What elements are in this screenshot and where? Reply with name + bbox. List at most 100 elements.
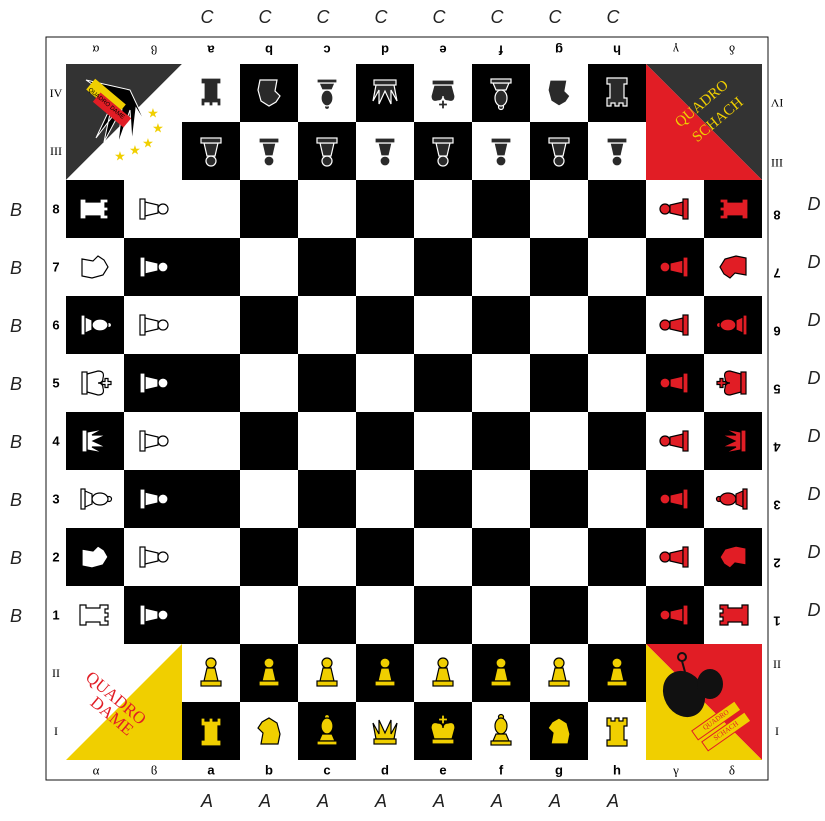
rank-label-right: 3	[773, 498, 780, 513]
board-square	[414, 238, 472, 296]
arm-square	[704, 412, 762, 470]
file-label-top: c	[323, 43, 330, 58]
side-label-a: A	[432, 791, 445, 811]
red-rook	[720, 199, 748, 219]
side-label-a: A	[490, 791, 503, 811]
star-icon: ★	[142, 136, 154, 151]
file-label: b	[265, 763, 273, 778]
white-rook	[80, 605, 108, 625]
board-square	[240, 354, 298, 412]
board-square	[414, 470, 472, 528]
board-square	[530, 238, 588, 296]
side-label-d: D	[808, 542, 821, 562]
side-label-c: C	[549, 7, 563, 27]
side-label-b: B	[10, 432, 22, 452]
extra-file-label: γ	[673, 43, 680, 58]
file-label-top: b	[265, 43, 273, 58]
side-label-d: D	[808, 484, 821, 504]
board-square	[530, 470, 588, 528]
board-square	[240, 296, 298, 354]
corner-top-right: QUADROSCHACH	[646, 64, 762, 180]
side-label-c: C	[433, 7, 447, 27]
star-icon: ★	[114, 149, 126, 164]
rank-label-right: 5	[773, 382, 780, 397]
file-label: g	[555, 763, 563, 778]
board-square	[472, 528, 530, 586]
board-square	[298, 528, 356, 586]
board-square	[240, 238, 298, 296]
board-square	[240, 586, 298, 644]
star-icon: ★	[129, 143, 141, 158]
board-square	[530, 586, 588, 644]
file-label: c	[323, 763, 330, 778]
board-square	[356, 296, 414, 354]
side-label-c: C	[317, 7, 331, 27]
extra-file-label: ϐ	[150, 43, 157, 58]
side-label-b: B	[10, 606, 22, 626]
black-rook	[607, 78, 627, 106]
file-label: d	[381, 763, 389, 778]
file-label-top: d	[381, 43, 389, 58]
side-label-b: B	[10, 258, 22, 278]
side-label-c: C	[607, 7, 621, 27]
side-label-c: C	[491, 7, 505, 27]
star-icon: ★	[147, 106, 159, 121]
board-square	[414, 354, 472, 412]
board-square	[588, 354, 646, 412]
board-square	[240, 180, 298, 238]
file-label-top: f	[498, 43, 503, 58]
side-label-b: B	[10, 490, 22, 510]
side-label-b: B	[10, 374, 22, 394]
star-icon: ★	[152, 121, 164, 136]
board-square	[356, 528, 414, 586]
board-square	[356, 586, 414, 644]
board-square	[240, 412, 298, 470]
side-label-a: A	[606, 791, 619, 811]
roman-label: III	[50, 144, 62, 158]
side-label-b: B	[10, 200, 22, 220]
yellow-rook	[607, 718, 627, 746]
board-square	[298, 296, 356, 354]
side-label-c: C	[259, 7, 273, 27]
board-square	[530, 528, 588, 586]
board-square	[530, 354, 588, 412]
rank-label: 2	[52, 550, 59, 565]
side-label-a: A	[548, 791, 561, 811]
extra-file-label: δ	[729, 763, 735, 778]
side-label-d: D	[808, 310, 821, 330]
file-label-top: e	[439, 43, 446, 58]
bottom-arm	[182, 644, 646, 760]
extra-file-label: α	[93, 763, 100, 778]
rank-label-right: 7	[773, 266, 780, 281]
board-square	[472, 586, 530, 644]
board-square	[414, 528, 472, 586]
board-square	[530, 412, 588, 470]
rank-label-right: 6	[773, 324, 780, 339]
extra-file-label: ϐ	[151, 763, 158, 778]
side-label-d: D	[808, 368, 821, 388]
board-square	[356, 354, 414, 412]
rank-label-right: 8	[773, 208, 780, 223]
file-label: a	[207, 763, 215, 778]
board-square	[182, 180, 240, 238]
side-label-a: A	[374, 791, 387, 811]
board-square	[472, 296, 530, 354]
yellow-rook	[201, 718, 221, 746]
side-label-b: B	[10, 548, 22, 568]
arm-square	[66, 412, 124, 470]
board-square	[356, 180, 414, 238]
roman-label-right: IV	[770, 96, 783, 110]
rank-label: 7	[52, 260, 59, 275]
side-label-c: C	[201, 7, 215, 27]
board-square	[472, 180, 530, 238]
board-square	[182, 238, 240, 296]
rank-label: 8	[52, 202, 59, 217]
board-square	[472, 238, 530, 296]
board-square	[182, 296, 240, 354]
side-label-a: A	[258, 791, 271, 811]
board-square	[530, 180, 588, 238]
corner-bottom-left: QUADRODAME	[66, 644, 182, 760]
